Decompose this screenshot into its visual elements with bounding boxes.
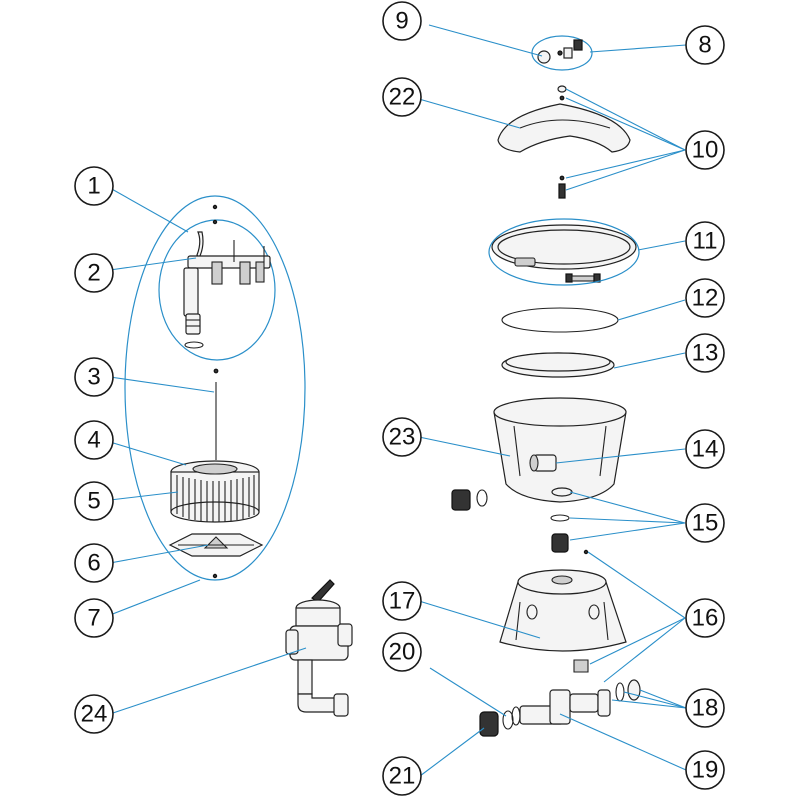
callout-10: 10 bbox=[685, 130, 725, 170]
callout-24: 24 bbox=[74, 694, 114, 734]
svg-text:12: 12 bbox=[692, 285, 719, 312]
svg-text:23: 23 bbox=[389, 424, 416, 451]
callout-8: 8 bbox=[685, 25, 725, 65]
callout-7: 7 bbox=[74, 598, 114, 638]
callout-18: 18 bbox=[685, 688, 725, 728]
callout-23: 23 bbox=[382, 417, 422, 457]
callout-17: 17 bbox=[382, 581, 422, 621]
clamp-ring-part bbox=[488, 218, 640, 286]
screw-top-a bbox=[212, 204, 218, 210]
base-stand-part bbox=[499, 569, 627, 652]
svg-text:6: 6 bbox=[87, 550, 100, 577]
callout-21: 21 bbox=[382, 756, 422, 796]
svg-text:20: 20 bbox=[389, 639, 416, 666]
group-outline-large bbox=[124, 195, 306, 581]
base-plate-part bbox=[168, 533, 264, 557]
screw-top-b bbox=[212, 219, 218, 225]
callout-16: 16 bbox=[685, 598, 725, 638]
svg-text:3: 3 bbox=[87, 364, 100, 391]
bracket-16 bbox=[573, 659, 589, 673]
svg-text:8: 8 bbox=[698, 32, 711, 59]
callout-12: 12 bbox=[685, 278, 725, 318]
collector-manifold-part bbox=[183, 231, 271, 349]
callout-22: 22 bbox=[382, 77, 422, 117]
svg-text:2: 2 bbox=[87, 260, 100, 287]
callout-2: 2 bbox=[74, 253, 114, 293]
svg-text:14: 14 bbox=[692, 436, 719, 463]
callout-11: 11 bbox=[685, 221, 725, 261]
svg-text:17: 17 bbox=[389, 588, 416, 615]
screw-16-a bbox=[583, 549, 589, 555]
lid-part bbox=[497, 85, 631, 199]
callout-20: 20 bbox=[382, 632, 422, 672]
ring-part bbox=[501, 352, 615, 378]
callout-6: 6 bbox=[74, 543, 114, 583]
svg-text:4: 4 bbox=[87, 427, 100, 454]
tank-body-part bbox=[493, 397, 627, 503]
internal-assembly-group bbox=[124, 195, 306, 581]
callout-19: 19 bbox=[685, 750, 725, 790]
callout-9: 9 bbox=[382, 1, 422, 41]
union-nut-left bbox=[451, 489, 488, 511]
o-ring-part bbox=[501, 307, 619, 333]
drain-part bbox=[550, 514, 570, 553]
group-outline-clamp bbox=[488, 218, 640, 286]
callout-14: 14 bbox=[685, 429, 725, 469]
callout-3: 3 bbox=[74, 357, 114, 397]
screw-bottom bbox=[212, 573, 218, 579]
svg-text:11: 11 bbox=[693, 228, 718, 255]
svg-text:5: 5 bbox=[87, 488, 100, 515]
rod-top bbox=[213, 368, 219, 374]
multiport-valve-part bbox=[285, 579, 353, 717]
svg-text:22: 22 bbox=[389, 84, 416, 111]
union-nut-part bbox=[479, 710, 514, 737]
callout-13: 13 bbox=[685, 333, 725, 373]
svg-text:1: 1 bbox=[87, 173, 100, 200]
group-outline-collector bbox=[158, 219, 276, 361]
svg-text:21: 21 bbox=[389, 763, 416, 790]
fittings-small-part bbox=[531, 35, 593, 71]
svg-text:24: 24 bbox=[81, 701, 108, 728]
callout-15: 15 bbox=[685, 503, 725, 543]
svg-text:13: 13 bbox=[692, 340, 719, 367]
svg-text:19: 19 bbox=[692, 757, 719, 784]
callout-1: 1 bbox=[74, 166, 114, 206]
svg-text:16: 16 bbox=[692, 605, 719, 632]
svg-text:9: 9 bbox=[395, 8, 408, 35]
svg-text:18: 18 bbox=[692, 695, 719, 722]
svg-text:15: 15 bbox=[692, 510, 719, 537]
pipe-fitting-part bbox=[511, 679, 641, 726]
svg-text:10: 10 bbox=[692, 137, 719, 164]
leader-lines bbox=[109, 24, 687, 777]
callout-4: 4 bbox=[74, 420, 114, 460]
cartridge-stack-part bbox=[170, 460, 260, 523]
svg-text:7: 7 bbox=[87, 605, 100, 632]
callout-5: 5 bbox=[74, 481, 114, 521]
